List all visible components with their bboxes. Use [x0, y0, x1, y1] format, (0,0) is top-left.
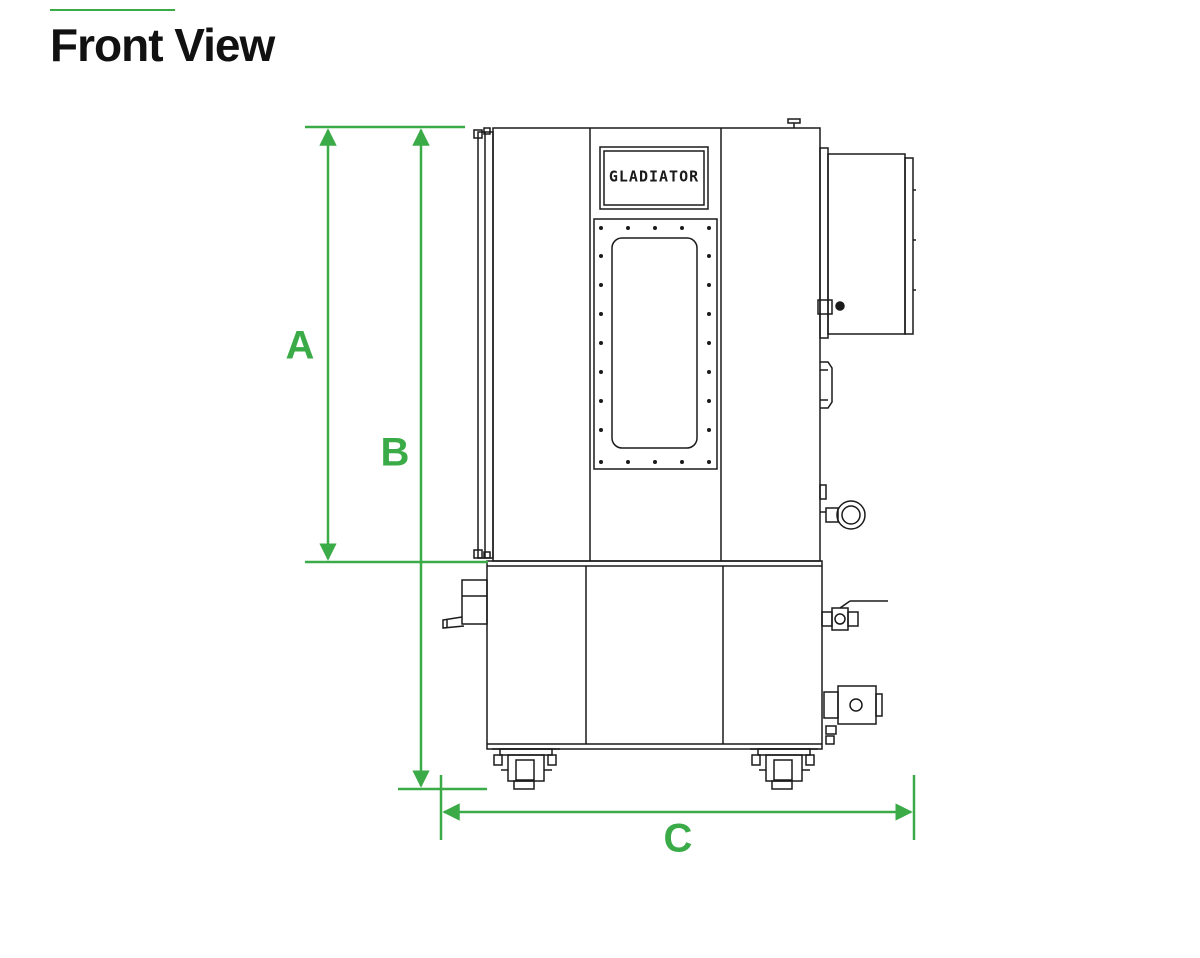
- machine: [442, 118, 916, 790]
- viewing-window: [593, 218, 718, 470]
- side-bracket: [820, 361, 833, 409]
- brand-plate: [599, 146, 709, 210]
- control-box: [817, 147, 916, 339]
- dimension-lines: [305, 125, 916, 840]
- page-title: Front View: [50, 19, 275, 71]
- ball-valve: [821, 600, 888, 631]
- caster-right: [750, 748, 818, 790]
- title-accent-rule: [50, 9, 175, 11]
- left-outlet-pipe: [442, 579, 488, 629]
- caster-left: [492, 748, 560, 790]
- lower-tank: [486, 560, 823, 750]
- dimension-a-label: A: [286, 324, 315, 368]
- upper-cabinet: [492, 127, 821, 562]
- dimension-b-label: B: [381, 431, 410, 475]
- lower-valve-box: [823, 685, 883, 745]
- brand-label: GLADIATOR: [609, 168, 699, 186]
- top-vent-cap: [787, 118, 801, 128]
- window-bolts: [599, 226, 711, 464]
- upper-pipe-fitting: [819, 484, 866, 530]
- dimension-c-label: C: [664, 817, 693, 861]
- door-hinge-strip: [473, 127, 494, 559]
